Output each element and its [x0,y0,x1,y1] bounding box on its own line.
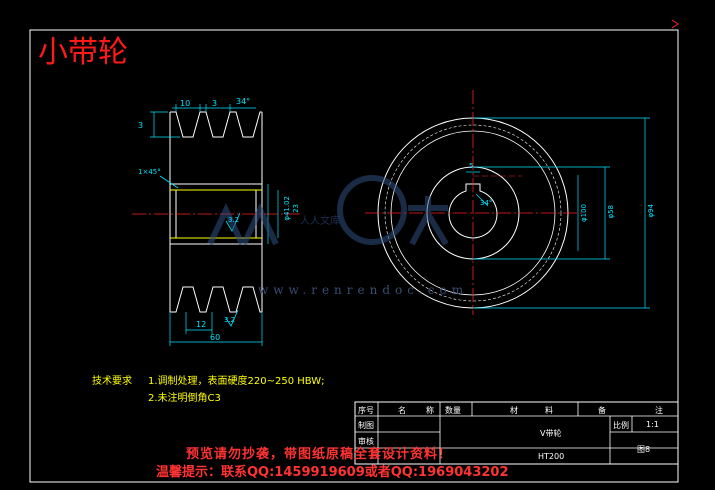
tb-header-qty: 数量 [445,406,461,415]
title-block [354,401,679,465]
tech-req-item-1: 1.调制处理，表面硬度220~250 HBW; [148,376,325,387]
dim-groove-gap: 3 [212,99,218,108]
tb-part-name: V带轮 [540,429,562,438]
dim-key-angle: 34° [480,199,493,207]
diameter-dimensions [473,117,650,309]
dim-width-12: 12 [196,320,207,329]
bottom-groove-outline [170,286,262,313]
tb-header-note-2: 注 [655,406,663,415]
tech-req-label: 技术要求 [92,376,132,387]
dim-roughness2: 3.2 [224,316,236,324]
tb-material: HT200 [538,452,565,461]
tb-header-name-2: 称 [426,406,434,415]
dim-key-small: 5 [469,162,474,170]
tb-scale-label: 比例 [613,421,629,430]
corner-arrow [671,19,679,29]
top-groove-outline [170,111,262,138]
dim-groove-width: 10 [180,99,191,108]
chamfer-leader [159,175,179,189]
pitch-circle [384,124,562,302]
tb-header-material-2: 料 [545,406,553,415]
dim-total-width: 60 [210,333,221,342]
side-view [365,90,585,315]
watermark-logo-text: 人人文库 [300,216,340,227]
dim-dia-inner: φ100 [580,204,588,222]
top-dimensions [150,104,256,138]
watermark-glyph [408,196,449,246]
roughness-symbol [225,309,239,327]
dim-groove-angle: 34° [236,97,251,106]
dim-leader [475,193,489,207]
watermark-glyph [207,202,279,246]
tech-req-item-2: 2.未注明倒角C3 [148,393,221,404]
drawing-border [29,29,679,483]
section-view [132,111,300,313]
tb-scale-value: 1:1 [646,420,659,429]
watermark-logo [207,175,449,246]
tb-header-note-1: 备 [598,406,606,415]
warning-line-1: 预览请勿抄袭，带图纸原稿全套设计资料！ [186,447,453,462]
drawing-title: 小带轮 [38,35,128,70]
bottom-dimensions [169,309,263,346]
tb-checked: 审核 [358,437,374,446]
title-block-frame [354,401,679,465]
tb-header-index: 序号 [358,406,374,415]
dim-bore-dia: φ41.02 [283,196,291,221]
dim-bore-dia2: 23 [292,204,300,213]
keyway-bore [448,183,498,239]
warning-line-2: 温馨提示：联系QQ:1459919609或者QQ:1969043202 [156,465,509,480]
watermark-url: www.renrendoc.com [258,283,469,297]
watermark-ring [337,175,407,245]
dim-dia-mid: φ58 [607,205,615,219]
tb-header-material-1: 材 [510,406,518,415]
tb-drawn: 制图 [358,421,374,430]
dim-groove-depth: 3 [138,121,144,130]
tb-header-name-1: 名 [398,406,406,415]
dim-roughness: 3.2 [228,216,240,224]
roughness-symbol [225,212,241,232]
dim-chamfer: 1×45° [138,168,161,176]
tb-drawing-no: 图8 [637,445,651,454]
dim-dia-outer: φ94 [647,204,655,218]
